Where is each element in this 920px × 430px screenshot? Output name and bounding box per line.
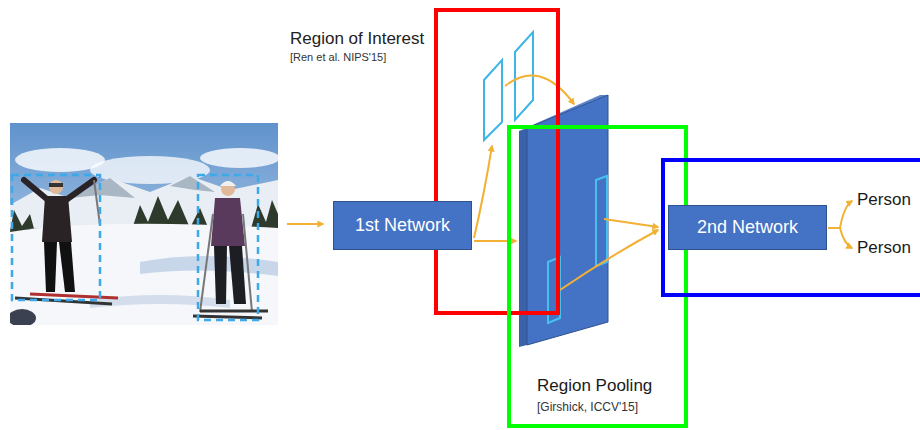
ski-pole	[200, 214, 213, 312]
feature-map	[527, 95, 608, 345]
box-label: 2nd Network	[697, 217, 798, 239]
ski	[193, 316, 262, 318]
flow-arrow	[604, 219, 658, 227]
jacket	[42, 196, 72, 242]
frame-label: [Girshick, ICCV'15]	[537, 400, 638, 414]
goggles	[49, 183, 63, 187]
text-slot: Region of Interest	[290, 29, 424, 49]
arm	[24, 180, 48, 200]
arm	[66, 180, 94, 200]
ski	[30, 294, 118, 298]
flow-arrow	[560, 230, 658, 290]
frame-label: Person	[857, 238, 911, 258]
detection-box	[198, 175, 258, 320]
pants	[229, 246, 246, 304]
flow-arrow	[287, 223, 323, 225]
frame-label: Region Pooling	[537, 376, 652, 396]
flow-arrow	[840, 228, 852, 248]
citation-note: [Ren et al. NIPS'15]	[290, 51, 386, 64]
highlight-frame	[436, 10, 558, 313]
mountain-shade	[170, 176, 215, 192]
text-slot: Person	[857, 238, 911, 258]
head	[49, 180, 63, 194]
detection-box	[12, 175, 100, 300]
section-heading: Region of Interest	[290, 29, 424, 49]
cloud	[200, 148, 278, 168]
ski	[15, 298, 112, 304]
text-slot: Person	[857, 190, 911, 210]
helmet	[220, 181, 236, 186]
roi-box	[484, 60, 502, 140]
pants	[214, 246, 227, 304]
text-slot: [Ren et al. NIPS'15]	[290, 51, 386, 64]
box-label: 1st Network	[355, 215, 450, 237]
flow-arrow	[828, 227, 840, 229]
pooled-region	[596, 176, 607, 266]
text-slot: [Girshick, ICCV'15]	[537, 400, 638, 414]
flow-arrow	[505, 75, 574, 104]
photographer-shadow	[10, 309, 36, 325]
frame-label: Person	[857, 190, 911, 210]
ski-pole	[243, 214, 252, 312]
head	[221, 182, 235, 196]
flow-arrow	[840, 201, 852, 228]
highlight-frame: PersonPerson2nd Network	[661, 158, 920, 297]
pants	[59, 242, 75, 292]
ski-photo	[10, 123, 278, 325]
flow-arrow	[474, 146, 492, 238]
pants	[44, 242, 57, 292]
jacket	[211, 198, 245, 246]
text-slot: Region Pooling	[537, 376, 652, 396]
network-box: 1st Network	[333, 201, 472, 250]
network-box: 2nd Network	[668, 205, 827, 250]
